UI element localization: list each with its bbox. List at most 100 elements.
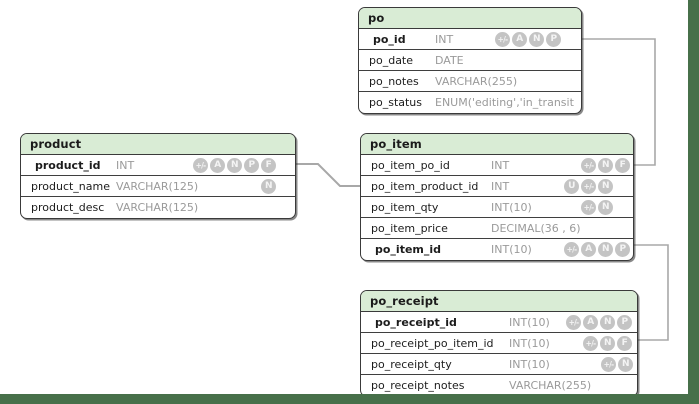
attribute-type: VARCHAR(125) — [116, 201, 199, 214]
attribute-name: po_item_po_id — [371, 159, 450, 172]
attribute-type: ENUM('editing','in_transit — [435, 96, 574, 109]
attribute-name: po_id — [373, 33, 406, 46]
attribute-badges: U +/- N — [564, 179, 613, 194]
entity-po-item-title: po_item — [361, 134, 633, 155]
relationship-product-to-po-item — [296, 163, 362, 187]
attribute-name: product_name — [31, 180, 111, 193]
attribute-po-status[interactable]: po_status ENUM('editing','in_transit — [359, 92, 581, 113]
badge-autoincrement-icon: +/- — [581, 179, 596, 194]
attribute-po-item-id[interactable]: po_item_id INT(10) +/- A N P — [361, 239, 633, 260]
badge-u-icon: U — [564, 179, 579, 194]
attribute-name: po_receipt_qty — [371, 358, 452, 371]
attribute-po-item-qty[interactable]: po_item_qty INT(10) +/- N — [361, 197, 633, 218]
attribute-product-name[interactable]: product_name VARCHAR(125) N — [21, 176, 295, 197]
attribute-badges: +/- A N P F — [193, 158, 276, 173]
attribute-product-desc[interactable]: product_desc VARCHAR(125) — [21, 197, 295, 218]
badge-f-icon: F — [615, 158, 630, 173]
entity-po-item[interactable]: po_item po_item_po_id INT +/- N F po_ite… — [360, 133, 634, 261]
attribute-po-receipt-notes[interactable]: po_receipt_notes VARCHAR(255) — [361, 375, 637, 396]
badge-autoincrement-icon: +/- — [495, 32, 510, 47]
badge-n-icon: N — [600, 315, 615, 330]
badge-n-icon: N — [261, 179, 276, 194]
attribute-badges: +/- N F — [583, 336, 632, 351]
attribute-po-date[interactable]: po_date DATE — [359, 50, 581, 71]
attribute-type: VARCHAR(125) — [116, 180, 199, 193]
attribute-badges: +/- N — [581, 200, 613, 215]
badge-p-icon: P — [615, 242, 630, 257]
badge-n-icon: N — [618, 357, 633, 372]
badge-a-icon: A — [581, 242, 596, 257]
attribute-badges: N — [261, 179, 276, 194]
attribute-type: DATE — [435, 54, 464, 67]
badge-autoincrement-icon: +/- — [564, 242, 579, 257]
attribute-type: INT — [116, 159, 135, 172]
entity-product[interactable]: product product_id INT +/- A N P F produ… — [20, 133, 296, 219]
badge-n-icon: N — [598, 158, 613, 173]
attribute-type: INT(10) — [491, 243, 532, 256]
badge-f-icon: F — [617, 336, 632, 351]
attribute-type: INT(10) — [491, 201, 532, 214]
entity-product-title: product — [21, 134, 295, 155]
entity-po[interactable]: po po_id INT +/- A N P po_date DATE po_n… — [358, 7, 582, 114]
badge-n-icon: N — [598, 242, 613, 257]
badge-a-icon: A — [512, 32, 527, 47]
attribute-name: product_desc — [31, 201, 105, 214]
attribute-po-id[interactable]: po_id INT +/- A N P — [359, 29, 581, 50]
entity-po-receipt[interactable]: po_receipt po_receipt_id INT(10) +/- A N… — [360, 290, 638, 397]
attribute-name: po_receipt_id — [375, 316, 457, 329]
attribute-po-receipt-po-item-id[interactable]: po_receipt_po_item_id INT(10) +/- N F — [361, 333, 637, 354]
badge-p-icon: P — [617, 315, 632, 330]
attribute-type: VARCHAR(255) — [509, 379, 592, 392]
badge-a-icon: A — [583, 315, 598, 330]
relationship-po-item-to-po-receipt — [634, 244, 669, 341]
badge-autoincrement-icon: +/- — [193, 158, 208, 173]
attribute-name: po_date — [369, 54, 414, 67]
entity-po-title: po — [359, 8, 581, 29]
badge-a-icon: A — [210, 158, 225, 173]
right-accent-band — [688, 0, 699, 404]
entity-po-receipt-title: po_receipt — [361, 291, 637, 312]
attribute-type: VARCHAR(255) — [435, 75, 518, 88]
attribute-type: DECIMAL(36 , 6) — [491, 222, 581, 235]
badge-f-icon: F — [261, 158, 276, 173]
badge-autoincrement-icon: +/- — [581, 158, 596, 173]
attribute-name: product_id — [35, 159, 101, 172]
attribute-name: po_item_price — [371, 222, 448, 235]
attribute-badges: +/- N F — [581, 158, 630, 173]
badge-n-icon: N — [600, 336, 615, 351]
attribute-po-item-product-id[interactable]: po_item_product_id INT U +/- N — [361, 176, 633, 197]
attribute-name: po_notes — [369, 75, 419, 88]
attribute-name: po_item_product_id — [371, 180, 479, 193]
badge-n-icon: N — [227, 158, 242, 173]
badge-p-icon: P — [546, 32, 561, 47]
attribute-badges: +/- N — [601, 357, 633, 372]
attribute-po-notes[interactable]: po_notes VARCHAR(255) — [359, 71, 581, 92]
badge-autoincrement-icon: +/- — [566, 315, 581, 330]
bottom-accent-band — [0, 394, 699, 404]
badge-n-icon: N — [598, 179, 613, 194]
attribute-type: INT(10) — [509, 358, 550, 371]
attribute-name: po_receipt_po_item_id — [371, 337, 494, 350]
attribute-type: INT(10) — [509, 337, 550, 350]
badge-autoincrement-icon: +/- — [601, 357, 616, 372]
attribute-po-item-price[interactable]: po_item_price DECIMAL(36 , 6) — [361, 218, 633, 239]
attribute-po-item-po-id[interactable]: po_item_po_id INT +/- N F — [361, 155, 633, 176]
attribute-badges: +/- A N P — [495, 32, 561, 47]
attribute-type: INT — [491, 180, 510, 193]
badge-n-icon: N — [529, 32, 544, 47]
badge-p-icon: P — [244, 158, 259, 173]
badge-n-icon: N — [598, 200, 613, 215]
attribute-type: INT — [491, 159, 510, 172]
attribute-badges: +/- A N P — [564, 242, 630, 257]
attribute-badges: +/- A N P — [566, 315, 632, 330]
badge-autoincrement-icon: +/- — [581, 200, 596, 215]
attribute-po-receipt-qty[interactable]: po_receipt_qty INT(10) +/- N — [361, 354, 637, 375]
attribute-name: po_status — [369, 96, 423, 109]
attribute-name: po_receipt_notes — [371, 379, 465, 392]
attribute-type: INT(10) — [509, 316, 550, 329]
attribute-po-receipt-id[interactable]: po_receipt_id INT(10) +/- A N P — [361, 312, 637, 333]
attribute-type: INT — [435, 33, 454, 46]
attribute-product-id[interactable]: product_id INT +/- A N P F — [21, 155, 295, 176]
attribute-name: po_item_qty — [371, 201, 439, 214]
